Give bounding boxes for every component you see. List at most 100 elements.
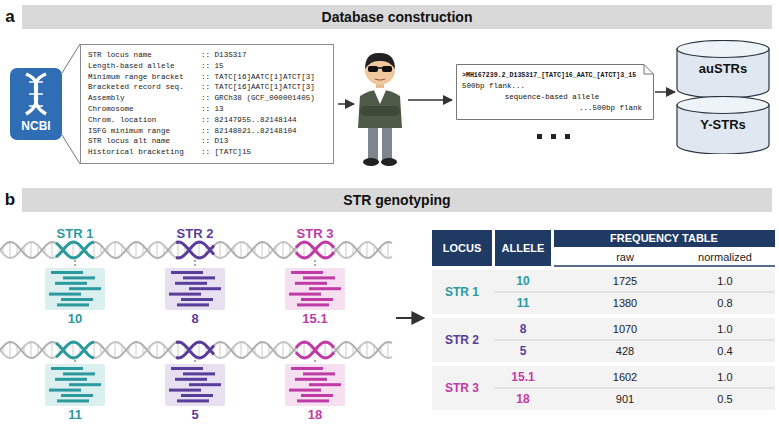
str-region xyxy=(176,242,214,258)
node-text: auSTRs xyxy=(676,61,770,76)
str-region xyxy=(56,242,94,258)
field-name: STR locus name xyxy=(88,50,195,61)
callout-lines xyxy=(62,44,80,164)
field-value: :: 13 xyxy=(201,104,326,115)
read xyxy=(301,394,333,397)
database-segment: Y-STRs xyxy=(676,96,770,154)
table-header-cell xyxy=(432,230,492,266)
read xyxy=(171,367,203,370)
table-cell: 1070 xyxy=(613,323,637,335)
table-cell: 11 xyxy=(517,296,530,310)
table-rule xyxy=(495,388,775,389)
helix-rung xyxy=(29,105,43,107)
read xyxy=(291,271,323,274)
shoe xyxy=(381,158,397,166)
ellipsis-dot xyxy=(565,134,570,139)
node-text: NCBI xyxy=(10,119,62,133)
node-text: ...500bp flank xyxy=(462,103,642,114)
field-name: Chromosome xyxy=(88,104,195,115)
table-cell: 0.4 xyxy=(717,345,732,357)
table-cell: 18 xyxy=(516,392,529,406)
table-cell: 428 xyxy=(616,345,634,357)
table-cell: 1602 xyxy=(613,371,637,383)
leader-line xyxy=(195,360,196,363)
read-stack: 15.1 xyxy=(285,268,345,326)
table-cell: STR 3 xyxy=(445,381,479,395)
table-cell: 8 xyxy=(520,322,527,336)
table-cell: 1.0 xyxy=(717,275,732,287)
field-value: :: 15 xyxy=(201,61,326,72)
field-name: Length-based allele xyxy=(88,61,195,72)
read-stack: 18 xyxy=(285,364,345,422)
leg xyxy=(382,126,392,160)
sunglasses-bridge xyxy=(377,67,383,69)
read-stack: 10 xyxy=(45,268,105,326)
read xyxy=(303,276,335,279)
spy-character xyxy=(358,53,402,166)
read xyxy=(183,372,215,375)
node-text: sequence-based allele xyxy=(462,92,642,103)
reads xyxy=(285,364,345,406)
table-header: FREQUENCY TABLE xyxy=(610,232,718,244)
base-pair xyxy=(72,342,74,358)
panel-header: STR genotyping xyxy=(22,188,772,212)
helix-strand xyxy=(26,74,46,114)
table-row xyxy=(432,270,775,314)
arrow xyxy=(408,99,452,101)
read xyxy=(295,378,327,381)
base-pair xyxy=(30,342,32,358)
table-rows xyxy=(432,270,775,410)
str-region xyxy=(176,342,214,358)
str-region xyxy=(56,342,94,358)
arrow xyxy=(655,91,675,93)
base-pair xyxy=(135,242,137,258)
read xyxy=(57,303,89,306)
reads xyxy=(45,364,105,406)
read xyxy=(189,287,221,290)
read xyxy=(69,287,101,290)
read xyxy=(63,372,95,375)
read xyxy=(49,293,81,296)
read xyxy=(289,293,321,296)
str-region xyxy=(176,242,214,258)
allele-number: 8 xyxy=(165,311,225,326)
node-text: Y-STRs xyxy=(676,117,770,132)
table-cell: STR 2 xyxy=(445,333,479,347)
read-stack: 11 xyxy=(45,364,105,422)
panel-title: STR genotyping xyxy=(343,192,450,208)
read xyxy=(169,389,201,392)
shirt xyxy=(373,88,387,104)
read xyxy=(297,399,329,402)
read xyxy=(55,282,87,285)
read xyxy=(189,383,221,386)
table-row xyxy=(432,318,775,362)
base-pair xyxy=(114,242,116,258)
helix-rung xyxy=(29,93,43,95)
ellipsis-dot xyxy=(551,134,556,139)
field-name: STR locus alt name xyxy=(88,136,195,147)
table-rule xyxy=(495,340,775,341)
table-rule xyxy=(495,292,775,293)
base-pair xyxy=(282,342,284,358)
field-value: :: D13 xyxy=(201,136,326,147)
locus-label: STR 3 xyxy=(297,226,334,241)
table-cell: 1380 xyxy=(613,297,637,309)
read xyxy=(55,378,87,381)
str-region xyxy=(176,342,214,358)
read xyxy=(177,303,209,306)
dna-strands xyxy=(0,242,392,363)
read xyxy=(51,367,83,370)
table-cell: 1.0 xyxy=(717,323,732,335)
base-pair xyxy=(387,242,389,258)
dna-strand xyxy=(0,242,392,258)
base-pair xyxy=(219,342,221,358)
read xyxy=(57,399,89,402)
read xyxy=(301,298,333,301)
base-pair xyxy=(198,242,200,258)
field-value: :: TATC[16]AATC[1]ATCT[3] xyxy=(201,82,326,93)
table-cell: 901 xyxy=(616,393,634,405)
dna-strand xyxy=(0,342,392,358)
base-pair xyxy=(198,342,200,358)
table-cell: 15.1 xyxy=(511,370,534,384)
base-pair xyxy=(345,242,347,258)
